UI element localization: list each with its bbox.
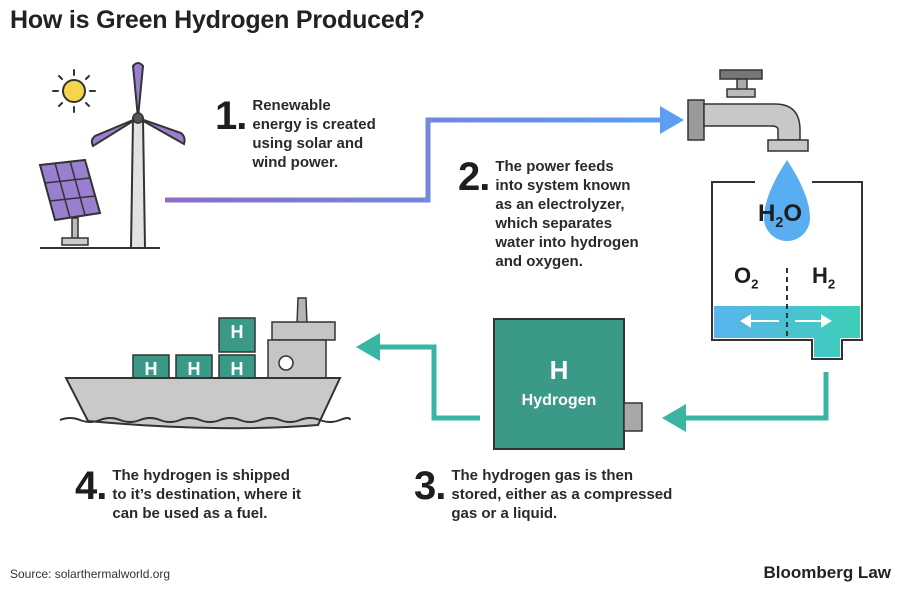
source-note: Source: solarthermalworld.org xyxy=(10,567,171,581)
step-number: 2. xyxy=(458,155,490,199)
water-formula: H2O xyxy=(758,200,803,231)
step-3: 3. The hydrogen gas is then stored, eith… xyxy=(414,466,672,523)
step-text: The power feeds into system known as an … xyxy=(495,158,639,270)
step-text: The hydrogen is shipped to it’s destinat… xyxy=(112,467,301,522)
step-4: 4. The hydrogen is shipped to it’s desti… xyxy=(75,466,301,523)
hydrogen-flow-arrow xyxy=(662,372,829,432)
step-2: 2. The power feeds into system known as … xyxy=(458,157,639,271)
step-text: The hydrogen gas is then stored, either … xyxy=(451,467,673,522)
tank-label: Hydrogen xyxy=(521,392,597,409)
hydrogen-tank-icon xyxy=(493,318,643,450)
oxygen-formula: O2 xyxy=(734,263,759,292)
step-1: 1. Renewable energy is created using sol… xyxy=(215,96,376,172)
cargo-container-label: H xyxy=(230,322,244,342)
step-number: 1. xyxy=(215,94,247,138)
sun-icon xyxy=(52,69,96,113)
step-number: 3. xyxy=(414,464,446,508)
shipping-flow-arrow xyxy=(356,333,480,421)
faucet-icon xyxy=(687,69,809,152)
page-title: How is Green Hydrogen Produced? xyxy=(10,6,425,34)
solar-panel-icon xyxy=(38,158,102,246)
ship-icon xyxy=(59,297,351,430)
cargo-container-label: H xyxy=(187,359,201,379)
hydrogen-formula: H2 xyxy=(812,263,836,292)
step-number: 4. xyxy=(75,464,107,508)
electrolyzer-icon xyxy=(711,160,863,360)
wind-turbine-icon xyxy=(90,62,186,249)
step-text: Renewable energy is created using solar … xyxy=(252,97,376,171)
power-flow-arrow xyxy=(165,106,684,203)
cargo-container-label: H xyxy=(230,359,244,379)
tank-symbol: H xyxy=(549,355,569,385)
cargo-container-label: H xyxy=(144,359,158,379)
brand-logo: Bloomberg Law xyxy=(763,563,891,582)
